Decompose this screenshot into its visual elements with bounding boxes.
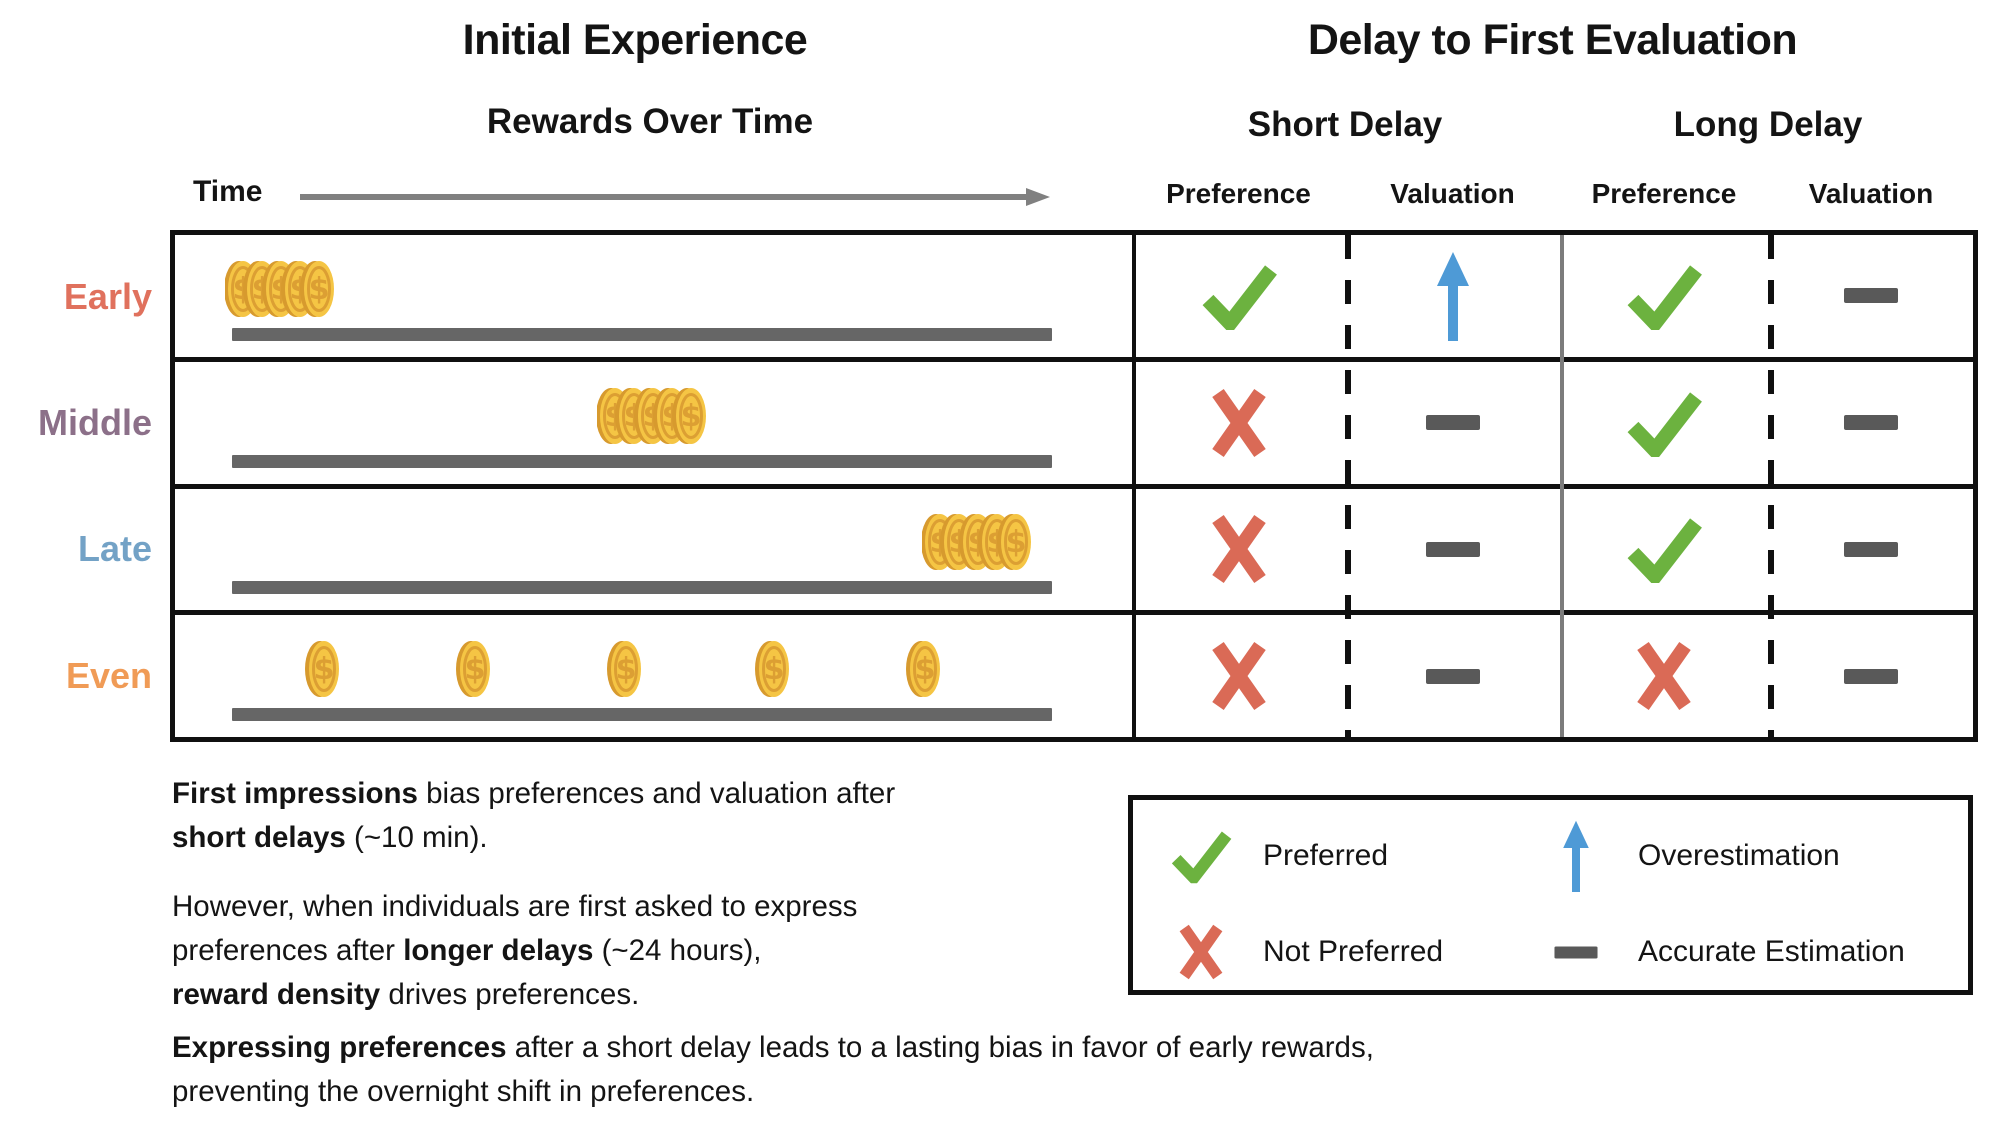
row-label-late: Late (77, 528, 152, 569)
legend-item-preferred: Preferred (1161, 808, 1536, 904)
cluster-of-5-icon: $$$$$ (224, 257, 341, 321)
note-first-impressions: First impressions bias preferences and v… (172, 777, 896, 854)
time-arrow-icon (300, 184, 1050, 210)
long-delay-group-label: Long Delay (1673, 105, 1863, 144)
check-icon (1132, 235, 1345, 357)
row-label-even: Even (65, 655, 152, 696)
timeline-bar (232, 581, 1052, 595)
dash-icon (1536, 904, 1616, 1000)
svg-text:$: $ (915, 652, 936, 687)
svg-text:$: $ (681, 399, 702, 434)
divider-rewards-vs-evaluation (1132, 235, 1136, 737)
time-axis-label: Time (193, 175, 263, 208)
row-label-middle: Middle (38, 402, 152, 443)
reward-timeline-early: $$$$$ (175, 235, 1132, 357)
column-header-short-preference: Preference (1166, 178, 1311, 209)
legend-label: Preferred (1263, 839, 1389, 872)
table-row-early: $$$$$ (175, 235, 1973, 357)
table-row-late: $$$$$ (175, 483, 1973, 611)
rewards-over-time-subtitle: Rewards Over Time (486, 102, 814, 141)
legend-item-not-preferred: Not Preferred (1161, 904, 1536, 1000)
reward-timeline-even: $ $ $ $ $ (175, 615, 1132, 737)
dash-icon (1345, 489, 1560, 611)
dash-icon (1768, 362, 1973, 484)
check-icon (1560, 362, 1768, 484)
divider-short-vs-long (1560, 235, 1564, 737)
cluster-of-5-icon: $$$$$ (596, 384, 713, 448)
timeline-bar (232, 454, 1052, 468)
dash-icon (1768, 235, 1973, 357)
column-header-long-valuation: Valuation (1808, 178, 1934, 209)
check-icon (1161, 808, 1241, 904)
cross-icon (1132, 362, 1345, 484)
legend-label: Overestimation (1638, 839, 1840, 872)
legend-label: Accurate Estimation (1638, 935, 1905, 968)
legend-item-overestimation: Overestimation (1536, 808, 1968, 904)
check-icon (1560, 235, 1768, 357)
left-panel-title: Initial Experience (462, 16, 808, 64)
spread-of-5-icon: $ $ $ $ $ (232, 637, 1052, 701)
reward-timeline-middle: $$$$$ (175, 362, 1132, 484)
divider-long-pref-val-dashed (1768, 235, 1774, 737)
legend-label: Not Preferred (1263, 935, 1444, 968)
cross-icon (1132, 615, 1345, 737)
dash-icon (1345, 362, 1560, 484)
cross-icon (1560, 615, 1768, 737)
dash-icon (1345, 615, 1560, 737)
cluster-of-5-icon: $$$$$ (921, 510, 1038, 574)
cross-icon (1161, 904, 1241, 1000)
legend-box: Preferred Overestimation Not Preferred A… (1128, 795, 1973, 995)
check-icon (1560, 489, 1768, 611)
svg-text:$: $ (764, 652, 785, 687)
right-panel-title: Delay to First Evaluation (1307, 16, 1798, 64)
row-label-early: Early (63, 276, 152, 317)
reward-timeline-late: $$$$$ (175, 489, 1132, 611)
arrow-up-icon (1536, 808, 1616, 904)
table-row-even: $ $ $ $ $ (175, 610, 1973, 737)
svg-text:$: $ (1006, 525, 1027, 560)
timeline-bar (232, 708, 1052, 721)
results-table: $$$$$ $$$$$ $$$$$ (170, 230, 1978, 742)
svg-text:$: $ (465, 652, 486, 687)
divider-short-pref-val-dashed (1345, 235, 1351, 737)
arrow-up-icon (1345, 235, 1560, 357)
table-row-middle: $$$$$ (175, 356, 1973, 484)
svg-text:$: $ (314, 652, 335, 687)
svg-text:$: $ (309, 272, 330, 307)
note-expressing-preferences: Expressing preferences after a short del… (172, 1031, 1374, 1108)
column-header-short-valuation: Valuation (1390, 178, 1515, 209)
timeline-bar (232, 327, 1052, 341)
legend-item-accurate-estimation: Accurate Estimation (1536, 904, 1968, 1000)
short-delay-group-label: Short Delay (1247, 105, 1443, 144)
note-longer-delays: However, when individuals are first aske… (172, 890, 858, 1011)
column-header-long-preference: Preference (1591, 178, 1737, 209)
cross-icon (1132, 489, 1345, 611)
dash-icon (1768, 615, 1973, 737)
dash-icon (1768, 489, 1973, 611)
svg-text:$: $ (616, 652, 637, 687)
